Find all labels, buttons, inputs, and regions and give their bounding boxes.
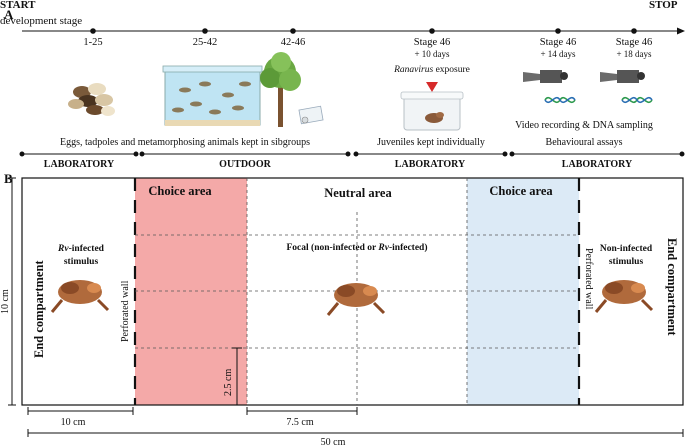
dim-grid-label: 2.5 cm — [223, 368, 234, 396]
eggs-illustration — [68, 83, 115, 116]
stage-sublabel: + 10 days — [414, 49, 450, 59]
caption-juveniles: Juveniles kept individually — [377, 137, 485, 148]
dim-height-marker — [8, 177, 16, 406]
camera-dna-left — [523, 70, 576, 104]
dim-grid-marker — [232, 347, 242, 405]
juvenile-box-illustration — [400, 82, 464, 131]
dim-neutral-label: 7.5 cm — [286, 417, 314, 428]
ranavirus-exposure-label: Ranavirus exposure — [394, 65, 470, 76]
stage-dot — [555, 28, 561, 34]
dim-end-label: 10 cm — [60, 417, 86, 428]
frog-noninfected-stimulus — [594, 280, 654, 313]
tree-illustration — [260, 52, 324, 127]
stop-label: STOP — [649, 0, 678, 11]
stage-dot — [631, 28, 637, 34]
caption-assays: Behavioural assays — [545, 137, 623, 148]
noninfected-label: Non-infected — [599, 244, 653, 254]
end-compartment-right: End compartment — [665, 238, 679, 336]
stage-label: Stage 46 — [539, 37, 577, 48]
frog-focal — [326, 283, 386, 316]
rv-stimulus-line2: stimulus — [63, 257, 99, 267]
rv-rest: -infected — [68, 244, 104, 254]
stage-dot — [90, 28, 96, 34]
stage-label: Stage 46 — [413, 37, 451, 48]
stage-dot — [290, 28, 296, 34]
stage-label: 25-42 — [192, 37, 218, 48]
ranavirus-italic: Ranavirus — [394, 65, 434, 75]
focal-italic: Rv — [378, 243, 389, 253]
caption-eggs: Eggs, tadpoles and metamorphosing animal… — [60, 137, 310, 148]
camera-dna-right — [600, 70, 653, 104]
choice-area-right-title: Choice area — [489, 184, 553, 198]
phase-label: OUTDOOR — [219, 159, 271, 170]
perforated-wall-left-label: Perforated wall — [120, 280, 131, 342]
phase-ranges — [19, 151, 685, 157]
ranavirus-arrow-icon — [426, 82, 438, 92]
end-compartment-left: End compartment — [32, 260, 46, 358]
perforated-wall-right-label: Perforated wall — [583, 248, 594, 310]
dim-total-label: 50 cm — [320, 437, 346, 448]
stage-dot — [202, 28, 208, 34]
focal-label: Focal (non-infected or Rv-infected) — [286, 243, 428, 254]
ranavirus-rest: exposure — [433, 65, 470, 75]
dim-height-label: 10 cm — [0, 289, 11, 314]
rv-italic: Rv — [58, 244, 69, 254]
stage-label: 1-25 — [83, 37, 103, 48]
choice-area-right-fill — [467, 178, 579, 405]
phase-label: LABORATORY — [561, 159, 633, 170]
choice-area-left-fill — [135, 178, 247, 405]
aquarium-illustration — [162, 65, 263, 126]
noninfected-line2: stimulus — [608, 257, 644, 267]
caption-video: Video recording & DNA sampling — [515, 120, 653, 131]
frog-rv-stimulus — [50, 280, 110, 313]
arena-outline — [21, 177, 684, 406]
phase-label: LABORATORY — [43, 159, 115, 170]
choice-area-left-title: Choice area — [148, 184, 212, 198]
focal-prefix: Focal (non-infected or — [286, 243, 379, 253]
panel-a-label: A — [4, 7, 14, 22]
stage-dot — [429, 28, 435, 34]
dim-bottom-markers — [27, 407, 684, 437]
stage-sublabel: + 18 days — [616, 49, 652, 59]
stage-label: 42-46 — [280, 37, 306, 48]
phase-label: LABORATORY — [394, 159, 466, 170]
timeline-arrowhead — [677, 27, 685, 35]
stage-label: Stage 46 — [615, 37, 653, 48]
focal-suffix: -infected) — [388, 243, 428, 253]
rv-stimulus-label: Rv-infected — [58, 244, 104, 255]
development-stage-label: development stage — [0, 15, 83, 27]
neutral-area-title: Neutral area — [324, 186, 392, 200]
start-label: START — [0, 0, 36, 11]
stage-sublabel: + 14 days — [540, 49, 576, 59]
